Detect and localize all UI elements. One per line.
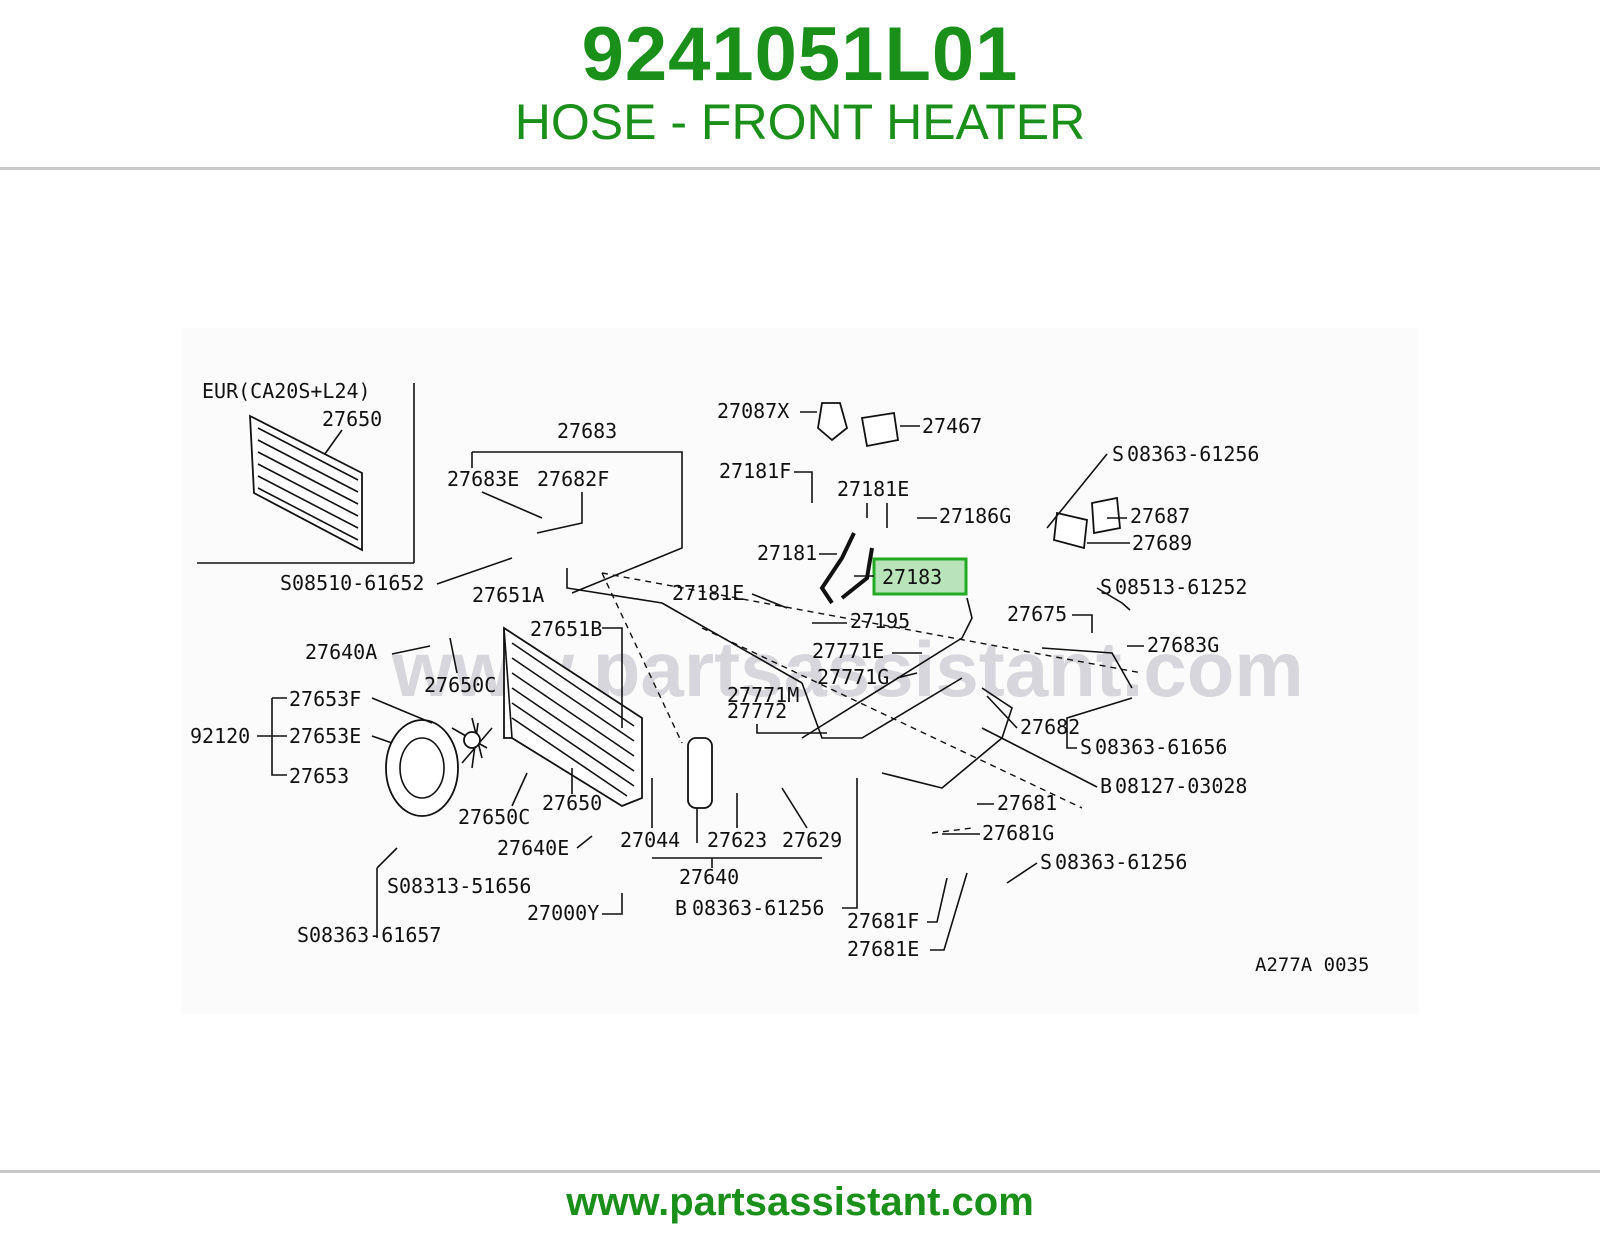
- s-marker-08363-61656: S: [1080, 735, 1092, 759]
- label-27650: 27650: [542, 791, 602, 815]
- label-27682f: 27682F: [537, 467, 609, 491]
- label-27683: 27683: [557, 419, 617, 443]
- label-27467: 27467: [922, 414, 982, 438]
- part-number: 9241051L01: [581, 12, 1019, 97]
- inset-title: EUR(CA20S+L24): [202, 379, 371, 403]
- label-27181e-a: 27181E: [837, 477, 909, 501]
- part-name: HOSE - FRONT HEATER: [514, 94, 1086, 150]
- condenser: [503, 626, 643, 808]
- s-marker-08510: S: [280, 571, 292, 595]
- label-27681e: 27681E: [847, 937, 919, 961]
- label-s08363-61656: 08363-61656: [1095, 735, 1227, 759]
- s-marker-08313: S: [387, 874, 399, 898]
- label-b08363-61256: 08363-61256: [692, 896, 824, 920]
- pipe-2: [801, 597, 973, 739]
- label-27181e-b: 27181E: [672, 581, 744, 605]
- label-27682: 27682: [1020, 715, 1080, 739]
- label-27181: 27181: [757, 541, 817, 565]
- label-27687: 27687: [1130, 504, 1190, 528]
- label-27653f: 27653F: [289, 687, 361, 711]
- header-divider: [0, 167, 1600, 170]
- parts-diagram-svg: www.partsassistant.com EUR(CA20S+L24) 27…: [190, 379, 1369, 976]
- label-s08363-61256-b: 08363-61256: [1055, 850, 1187, 874]
- label-27683g: 27683G: [1147, 633, 1219, 657]
- label-s08363-61256-a: 08363-61256: [1127, 442, 1259, 466]
- label-27650c-b: 27650C: [458, 805, 530, 829]
- label-27087x: 27087X: [717, 399, 789, 423]
- label-27650-inset: 27650: [322, 407, 382, 431]
- label-08510-61652: 08510-61652: [292, 571, 424, 595]
- heater-hose-b: [840, 547, 874, 600]
- label-27771e: 27771E: [812, 639, 884, 663]
- label-s08513-61252: 08513-61252: [1115, 575, 1247, 599]
- label-27771g: 27771G: [817, 665, 889, 689]
- condenser-assembly: [503, 626, 643, 808]
- gasket-27687: [1091, 496, 1121, 535]
- label-08313-51656: 08313-51656: [399, 874, 531, 898]
- pipe-4: [1041, 647, 1133, 689]
- plate-27689: [1053, 511, 1088, 550]
- label-08363-61657: 08363-61657: [309, 923, 441, 947]
- label-27000y: 27000Y: [527, 901, 599, 925]
- label-27683e: 27683E: [447, 467, 519, 491]
- label-27629: 27629: [782, 828, 842, 852]
- label-27640e: 27640E: [497, 836, 569, 860]
- label-27681: 27681: [997, 791, 1057, 815]
- label-27653e: 27653E: [289, 724, 361, 748]
- label-27653: 27653: [289, 764, 349, 788]
- footer-divider: [0, 1170, 1600, 1173]
- s-marker-08363-b: S: [1040, 850, 1052, 874]
- fan-hub: [463, 731, 481, 749]
- label-27181f: 27181F: [719, 459, 791, 483]
- footer-url-link[interactable]: www.partsassistant.com: [566, 1180, 1034, 1224]
- fan-shroud: [385, 719, 459, 817]
- label-27183[interactable]: 27183: [882, 565, 942, 589]
- label-27771m: 27771M: [727, 683, 799, 707]
- s-marker-08363-61657: S: [297, 923, 309, 947]
- valve-27087x: [817, 402, 849, 442]
- b-marker-08363: B: [675, 896, 687, 920]
- fan-assembly: [385, 717, 493, 817]
- label-27195: 27195: [850, 609, 910, 633]
- label-27689: 27689: [1132, 531, 1192, 555]
- label-27772: 27772: [727, 699, 787, 723]
- label-27651b: 27651B: [530, 617, 602, 641]
- label-27650c-a: 27650C: [424, 673, 496, 697]
- inset-condenser: [249, 414, 363, 552]
- s-marker-08513: S: [1100, 575, 1112, 599]
- header: 9241051L01 HOSE - FRONT HEATER: [0, 0, 1600, 168]
- label-27623: 27623: [707, 828, 767, 852]
- label-27681f: 27681F: [847, 909, 919, 933]
- figure-code: A277A 0035: [1255, 954, 1369, 976]
- pipe-1: [566, 568, 963, 739]
- dashed-outline: [601, 572, 1143, 834]
- label-27640a: 27640A: [305, 640, 377, 664]
- label-27640: 27640: [679, 865, 739, 889]
- bracket-27467: [860, 411, 900, 448]
- label-27651a: 27651A: [472, 583, 544, 607]
- label-27186g: 27186G: [939, 504, 1011, 528]
- receiver-drier: [687, 737, 713, 809]
- label-27681g: 27681G: [982, 821, 1054, 845]
- label-b08127-03028: 08127-03028: [1115, 774, 1247, 798]
- s-marker-08363-a: S: [1112, 442, 1124, 466]
- inset-eur: EUR(CA20S+L24) 27650: [197, 379, 415, 564]
- label-27675: 27675: [1007, 602, 1067, 626]
- label-92120: 92120: [190, 724, 250, 748]
- heater-hose-a: [819, 532, 856, 605]
- b-marker-08127: B: [1100, 774, 1112, 798]
- label-27044: 27044: [620, 828, 680, 852]
- parts-diagram: www.partsassistant.com EUR(CA20S+L24) 27…: [182, 328, 1418, 1014]
